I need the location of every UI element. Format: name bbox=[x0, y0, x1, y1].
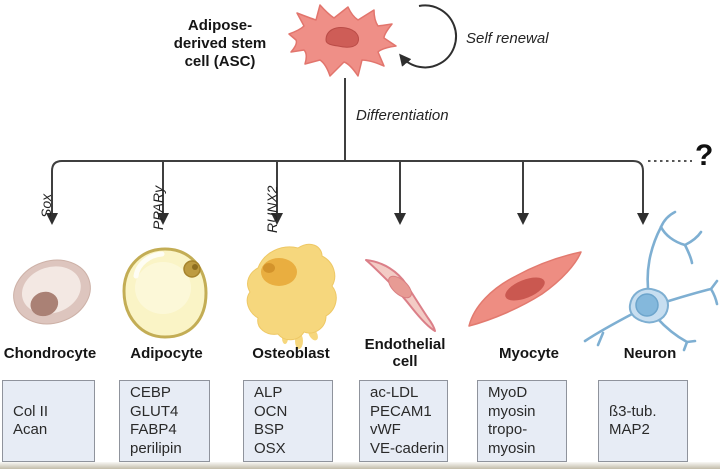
cell-label-neuron: Neuron bbox=[623, 345, 677, 362]
bottom-edge-shadow bbox=[0, 462, 720, 469]
chondrocyte-illustration bbox=[13, 259, 91, 325]
adipocyte-nucleus bbox=[183, 260, 201, 278]
self-renewal-label: Self renewal bbox=[466, 30, 549, 47]
gene-label-sox: Sox bbox=[38, 193, 54, 218]
cell-label-chondrocyte: Chondrocyte bbox=[3, 345, 97, 362]
marker-box-endothelial-cell: ac-LDL PECAM1 vWF VE-caderin bbox=[359, 380, 448, 462]
gene-label-runx2: RUNX2 bbox=[264, 185, 280, 233]
neuron-illustration bbox=[583, 210, 719, 352]
stem-cell-illustration bbox=[288, 4, 397, 77]
cell-label-endothelial-cell: Endothelial cell bbox=[364, 336, 446, 370]
marker-box-chondrocyte: Col II Acan bbox=[2, 380, 95, 462]
adipocyte-illustration bbox=[122, 247, 208, 339]
cell-label-osteoblast: Osteoblast bbox=[252, 345, 330, 362]
endothelial-nucleus bbox=[388, 275, 412, 299]
marker-box-neuron: ß3-tub. MAP2 bbox=[598, 380, 688, 462]
stem-cell-nucleus bbox=[325, 27, 359, 48]
cell-label-myocyte: Myocyte bbox=[498, 345, 560, 362]
marker-box-adipocyte: CEBP GLUT4 FABP4 perilipin bbox=[119, 380, 210, 462]
differentiation-label: Differentiation bbox=[356, 107, 449, 124]
neuron-nucleus bbox=[635, 293, 659, 317]
unknown-lineage-question-mark: ? bbox=[695, 139, 714, 172]
differentiation-tree bbox=[46, 78, 692, 225]
branch-bar bbox=[51, 160, 644, 172]
gene-label-ppary: PPARy bbox=[150, 185, 166, 230]
endothelial-cell-illustration bbox=[365, 259, 436, 332]
diagram-title: Adipose- derived stem cell (ASC) bbox=[173, 17, 267, 70]
chondrocyte-nucleus bbox=[30, 291, 59, 317]
osteoblast-illustration bbox=[246, 243, 337, 349]
cell-label-adipocyte: Adipocyte bbox=[130, 345, 203, 362]
marker-box-myocyte: MyoD myosin tropo- myosin bbox=[477, 380, 567, 462]
self-renewal-arrow bbox=[399, 4, 458, 69]
myocyte-illustration bbox=[468, 251, 582, 327]
myocyte-nucleus bbox=[505, 277, 545, 301]
marker-box-osteoblast: ALP OCN BSP OSX bbox=[243, 380, 333, 462]
